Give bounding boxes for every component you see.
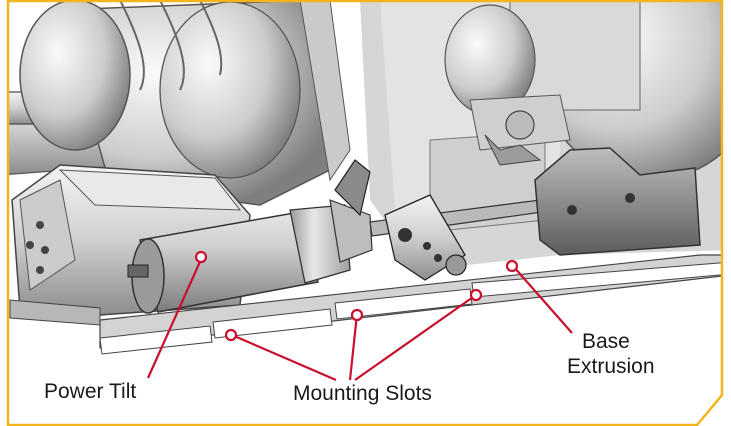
- mounting-slot-leader-3: [354, 294, 477, 381]
- callout-leaders: [146, 254, 573, 382]
- mounting-slots-label: Mounting Slots: [293, 382, 432, 405]
- power-tilt-marker: [194, 250, 208, 264]
- base-extrusion-shape: [99, 254, 722, 355]
- base-extrusion-label-line1: Base: [582, 330, 630, 353]
- mounting-slot-marker-3: [469, 288, 483, 302]
- base-extrusion-marker: [505, 259, 519, 273]
- power-tilt-actuator: [127, 159, 543, 314]
- power-tilt-label: Power Tilt: [44, 380, 137, 403]
- base-extrusion-label-line2: Extrusion: [567, 355, 655, 378]
- mounting-slot-leader-1: [231, 333, 337, 382]
- power-tilt-leader: [146, 254, 205, 379]
- base-extrusion-leader: [512, 265, 573, 334]
- mounting-slot-leader-2: [348, 313, 359, 381]
- callout-markers: [194, 250, 519, 342]
- mounting-slot-marker-1: [224, 328, 238, 342]
- mounting-slot-marker-2: [350, 308, 364, 322]
- frame-border: [6, 0, 724, 426]
